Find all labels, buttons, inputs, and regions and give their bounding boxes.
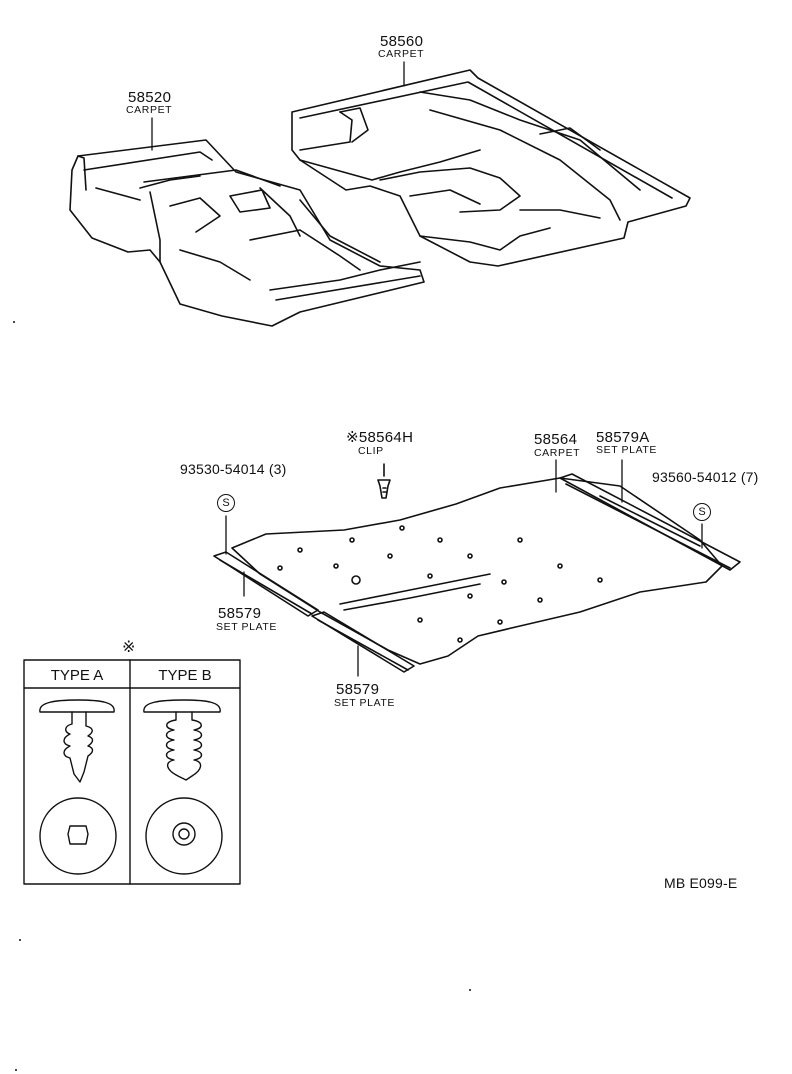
screw-left-symbol: S [217,494,235,512]
set-plate-center-name: SET PLATE [334,697,396,709]
front-carpet-drawing [69,139,425,327]
carpet-front-number: 58520 [128,89,172,106]
carpet-rear-name: CARPET [378,48,425,60]
screw-left-number: 93530-54014 (3) [180,461,287,477]
stray-dots [13,321,471,1071]
screw-right-symbol: S [693,503,711,521]
carpet-floor-number: 58564 [534,431,578,448]
type-a-clip-drawing [39,699,117,875]
clip-number: ※58564H [346,429,414,446]
type-b-header: TYPE B [158,667,212,684]
type-a-header: TYPE A [50,667,104,684]
type-b-clip-drawing [143,699,223,875]
set-plate-a-drawing [559,473,741,571]
rear-carpet-drawing [291,69,691,267]
clip-drawing [377,463,391,499]
carpet-rear-number: 58560 [380,33,424,50]
figure-code: MB E099-E [664,875,738,891]
set-plate-left-number: 58579 [218,605,262,622]
clip-name: CLIP [358,445,384,457]
set-plate-left-name: SET PLATE [216,621,278,633]
set-plate-a-number: 58579A [596,429,650,446]
set-plate-a-name: SET PLATE [596,444,658,456]
floor-carpet-drawing [231,477,723,665]
set-plate-center-number: 58579 [336,681,380,698]
clip-type-note-symbol: ※ [122,639,136,656]
carpet-floor-name: CARPET [534,447,581,459]
carpet-front-name: CARPET [126,104,173,116]
screw-right-number: 93560-54012 (7) [652,469,759,485]
leader-lines [151,61,703,677]
set-plate-center-drawing [311,611,415,673]
set-plate-left-drawing [213,551,319,617]
clip-types-table [23,659,241,885]
